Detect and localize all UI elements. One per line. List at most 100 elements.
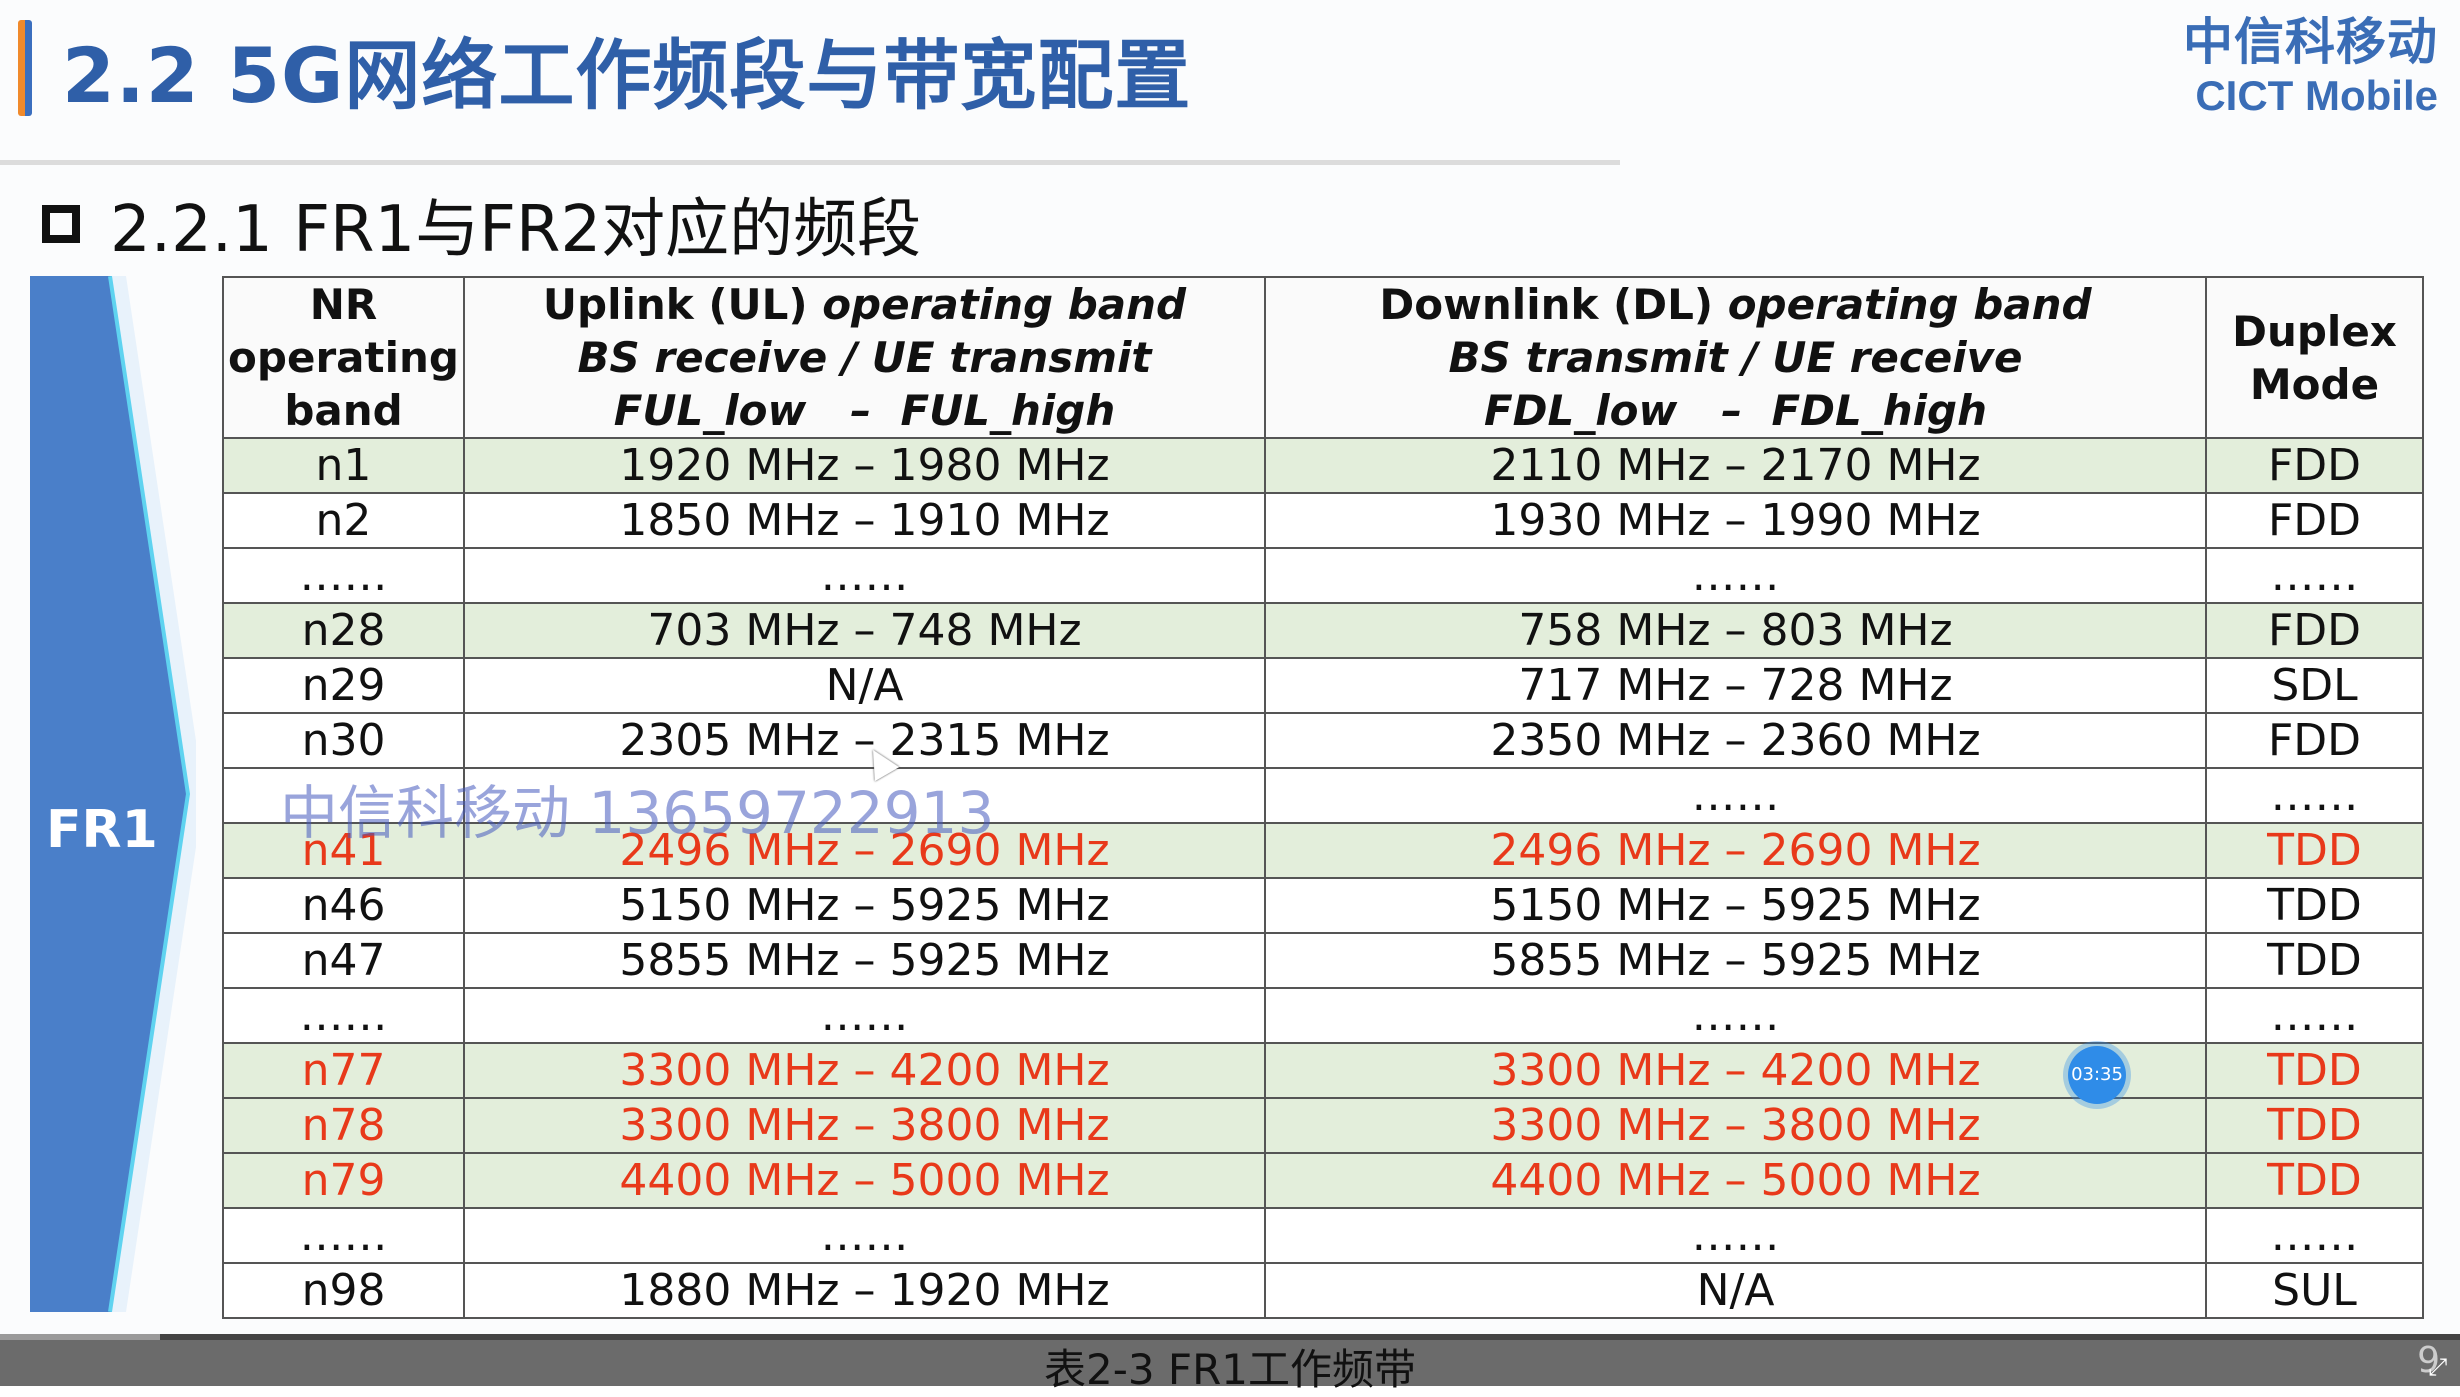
cell-duplex-mode: SDL: [2205, 657, 2424, 714]
page-title: 2.2 5G网络工作频段与带宽配置: [62, 31, 1192, 120]
cell-uplink: [463, 767, 1266, 824]
cell-duplex-mode: TDD: [2205, 932, 2424, 989]
cell-duplex-mode: SUL: [2205, 1262, 2424, 1319]
cell-downlink: 758 MHz – 803 MHz: [1264, 602, 2207, 659]
cell-duplex-mode: ……: [2205, 767, 2424, 824]
cell-duplex-mode: ……: [2205, 987, 2424, 1044]
header-divider: [0, 160, 1620, 165]
cell-downlink: ……: [1264, 767, 2207, 824]
cell-band: n79: [222, 1152, 465, 1209]
page-number: 9: [2417, 1340, 2440, 1381]
table-caption: 表2-3 FR1工作频带: [1043, 1345, 1416, 1394]
timer-badge[interactable]: 03:35: [2068, 1046, 2126, 1104]
cell-band: n29: [222, 657, 465, 714]
cell-band: n47: [222, 932, 465, 989]
cell-duplex-mode: TDD: [2205, 822, 2424, 879]
cell-downlink: 3300 MHz – 4200 MHz: [1264, 1042, 2207, 1099]
cell-downlink: 5855 MHz – 5925 MHz: [1264, 932, 2207, 989]
cell-band: ……: [222, 547, 465, 604]
cell-downlink: 717 MHz – 728 MHz: [1264, 657, 2207, 714]
cell-duplex-mode: FDD: [2205, 492, 2424, 549]
cell-duplex-mode: ……: [2205, 1207, 2424, 1264]
cell-duplex-mode: TDD: [2205, 1042, 2424, 1099]
cell-uplink: 4400 MHz – 5000 MHz: [463, 1152, 1266, 1209]
cell-downlink: N/A: [1264, 1262, 2207, 1319]
cell-uplink: 5855 MHz – 5925 MHz: [463, 932, 1266, 989]
cell-uplink: 5150 MHz – 5925 MHz: [463, 877, 1266, 934]
header-uplink: Uplink (UL) operating band BS receive / …: [463, 276, 1266, 439]
cell-downlink: 5150 MHz – 5925 MHz: [1264, 877, 2207, 934]
cell-downlink: 3300 MHz – 3800 MHz: [1264, 1097, 2207, 1154]
cell-band: n41: [222, 822, 465, 879]
header-nr-band: NR operating band: [222, 276, 465, 439]
cell-band: n1: [222, 437, 465, 494]
cell-band: ……: [222, 1207, 465, 1264]
cell-downlink: 2496 MHz – 2690 MHz: [1264, 822, 2207, 879]
header-downlink: Downlink (DL) operating band BS transmit…: [1264, 276, 2207, 439]
cell-uplink: 1880 MHz – 1920 MHz: [463, 1262, 1266, 1319]
cell-band: n28: [222, 602, 465, 659]
logo-text-cn: 中信科移动: [2183, 13, 2438, 71]
cell-band: n2: [222, 492, 465, 549]
cell-uplink: ……: [463, 547, 1266, 604]
cell-uplink: 2496 MHz – 2690 MHz: [463, 822, 1266, 879]
cell-duplex-mode: TDD: [2205, 1152, 2424, 1209]
expand-icon[interactable]: ⤢: [2428, 1353, 2448, 1381]
cell-band: n98: [222, 1262, 465, 1319]
cell-uplink: N/A: [463, 657, 1266, 714]
table-row: …………: [222, 767, 2424, 824]
cell-downlink: 1930 MHz – 1990 MHz: [1264, 492, 2207, 549]
cell-downlink: 2110 MHz – 2170 MHz: [1264, 437, 2207, 494]
cell-uplink: ……: [463, 987, 1266, 1044]
cell-uplink: 2305 MHz – 2315 MHz: [463, 712, 1266, 769]
cell-duplex-mode: FDD: [2205, 602, 2424, 659]
cell-band: n78: [222, 1097, 465, 1154]
table-row: ……………………: [222, 1207, 2424, 1264]
progress-track[interactable]: [0, 1334, 2460, 1340]
company-logo: 中信科移动 CICT Mobile: [2183, 12, 2438, 120]
fr1-arrow-shape: [30, 276, 196, 1312]
frequency-band-table: NR operating band Uplink (UL) operating …: [222, 276, 2424, 1319]
cell-band: ……: [222, 987, 465, 1044]
cell-uplink: 1850 MHz – 1910 MHz: [463, 492, 1266, 549]
section-subtitle-text: 2.2.1 FR1与FR2对应的频段: [110, 193, 922, 267]
table-row: ……………………: [222, 547, 2424, 604]
progress-fill: [0, 1334, 160, 1340]
cell-downlink: ……: [1264, 547, 2207, 604]
cell-band: n30: [222, 712, 465, 769]
watermark: 中信科移动 13659722913: [280, 779, 995, 847]
square-bullet-icon: [42, 205, 80, 243]
cell-band: n77: [222, 1042, 465, 1099]
cell-uplink: ……: [463, 1207, 1266, 1264]
title-accent-bar: [18, 20, 32, 116]
cell-downlink: 4400 MHz – 5000 MHz: [1264, 1152, 2207, 1209]
cell-duplex-mode: TDD: [2205, 1097, 2424, 1154]
cell-duplex-mode: TDD: [2205, 877, 2424, 934]
cell-duplex-mode: ……: [2205, 547, 2424, 604]
cell-duplex-mode: FDD: [2205, 437, 2424, 494]
video-control-bar[interactable]: [0, 1334, 2460, 1386]
cell-duplex-mode: FDD: [2205, 712, 2424, 769]
table-row: ……………………: [222, 987, 2424, 1044]
cell-uplink: 3300 MHz – 4200 MHz: [463, 1042, 1266, 1099]
cell-uplink: 703 MHz – 748 MHz: [463, 602, 1266, 659]
section-subtitle: 2.2.1 FR1与FR2对应的频段: [42, 178, 921, 270]
cell-downlink: ……: [1264, 987, 2207, 1044]
cell-uplink: 3300 MHz – 3800 MHz: [463, 1097, 1266, 1154]
header-duplex-mode: Duplex Mode: [2205, 276, 2424, 439]
logo-text-en: CICT Mobile: [2195, 72, 2438, 119]
cell-band: n46: [222, 877, 465, 934]
